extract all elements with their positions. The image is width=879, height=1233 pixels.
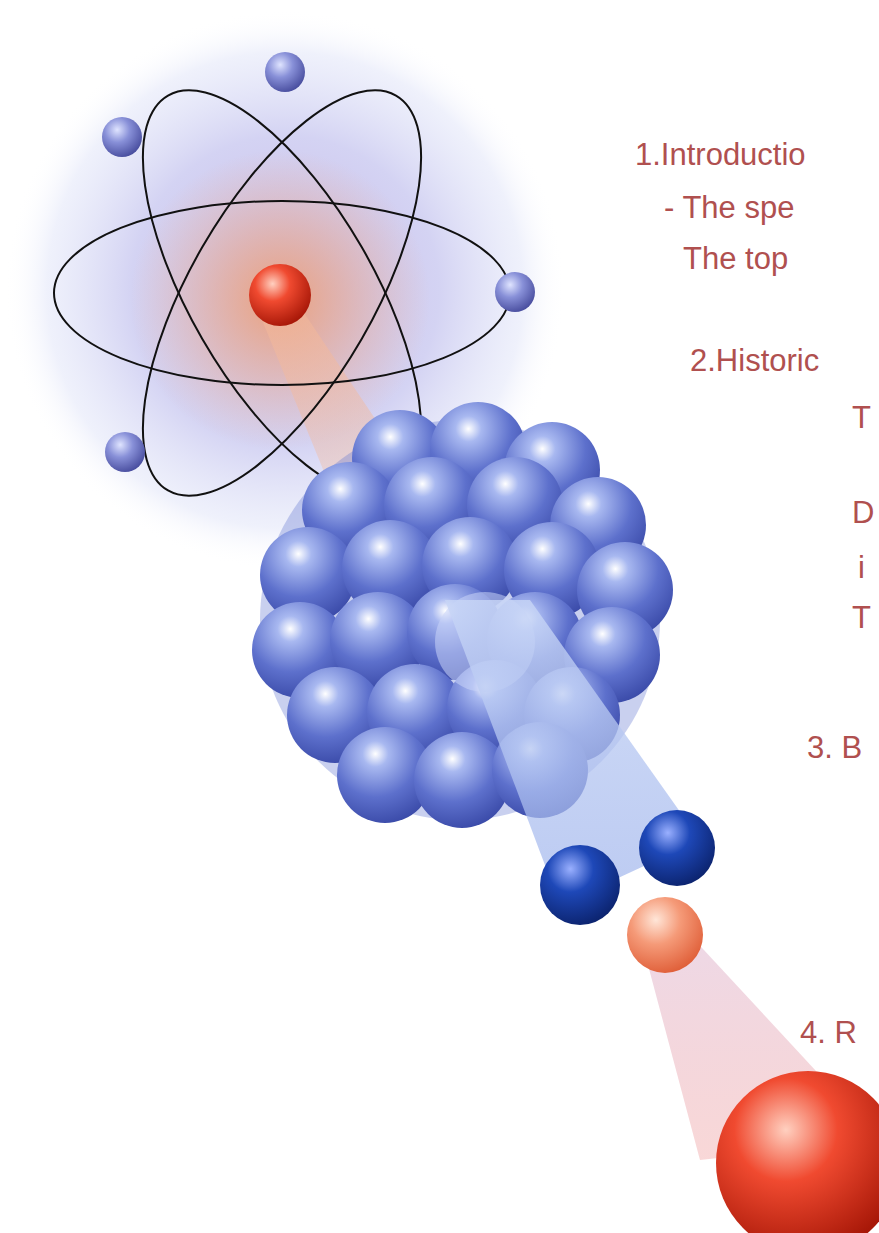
slide-text: D: [852, 495, 874, 531]
slide-text: T: [852, 600, 871, 636]
quark-sphere: [716, 1071, 879, 1233]
slide-text: The top: [683, 241, 788, 277]
slide-text: 3. B: [807, 730, 862, 766]
slide-text: 4. R: [800, 1015, 857, 1051]
slide-text: i: [858, 550, 865, 586]
atom-nucleus: [249, 264, 311, 326]
slide-text: - The spe: [664, 190, 794, 226]
atom-glow: [5, 10, 565, 570]
slide-text: 1.Introductio: [635, 137, 806, 173]
slide-text: 2.Historic: [690, 343, 819, 379]
slide-text: T: [852, 400, 871, 436]
